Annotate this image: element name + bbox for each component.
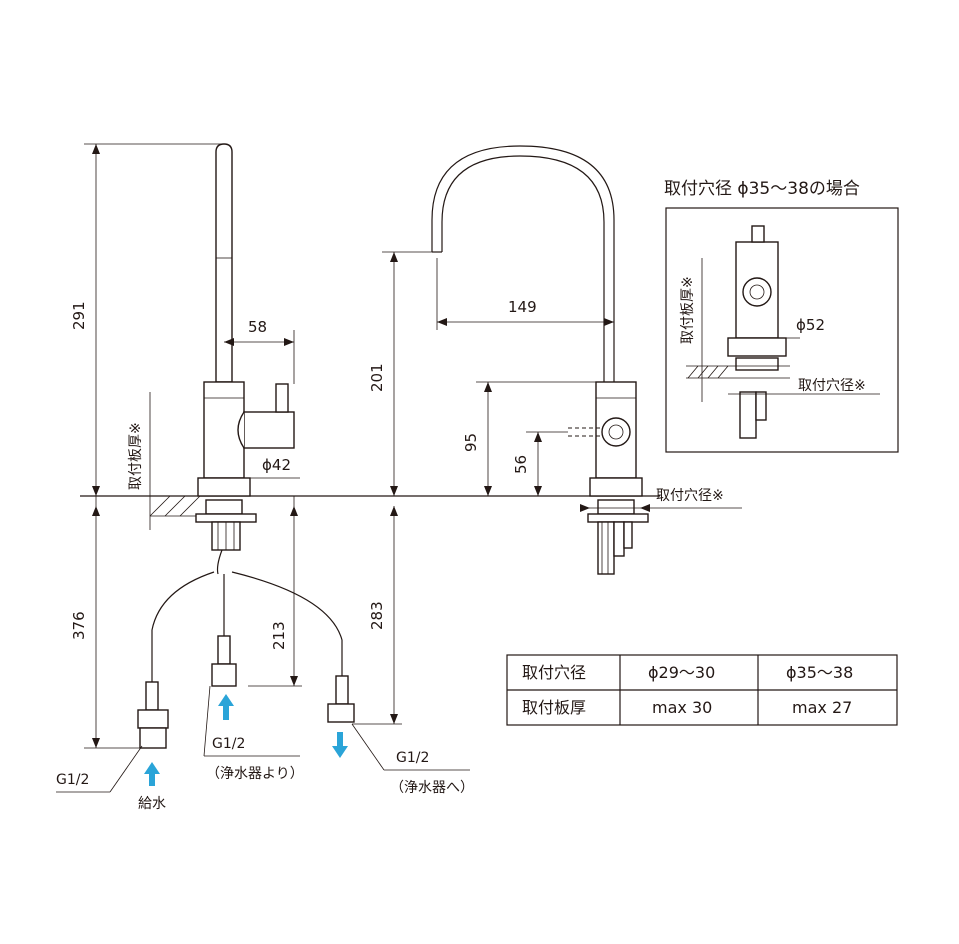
dim-spout-reach: 149 [508,298,537,316]
dim-overall-height: 291 [70,301,88,330]
label-mounting-hole: 取付穴径※ [656,488,724,504]
table-head-plate: 取付板厚 [522,698,586,717]
supply-label: 給水 [138,796,166,812]
spec-table: 取付穴径 ϕ29～30 ϕ35～38 取付板厚 max 30 max 27 [506,654,898,726]
dim-below-counter: 376 [70,611,88,640]
dim-connector-length: 283 [368,601,386,630]
front-hose-block [597,521,615,575]
inset-dim-diameter: ϕ52 [796,316,825,334]
inset-label-hole: 取付穴径※ [798,378,866,394]
dim-handle-height: 95 [462,433,480,452]
supply-hose [151,571,215,682]
dim-spout-reach-side: 58 [248,318,267,336]
table-hole-large: ϕ35～38 [786,663,853,682]
purifier-out-hose [231,571,343,676]
label-plate-thickness: 取付板厚※ [128,422,144,490]
table-head-hole: 取付穴径 [522,663,586,682]
inset-frame [665,207,899,453]
supply-flow-arrow [144,762,160,786]
inset-title: 取付穴径 ϕ35～38の場合 [664,179,860,199]
mounting-plate-hatch [149,495,201,517]
purifier-out-label: （浄水器へ） [390,780,474,796]
handle-lever [243,411,295,449]
inset-hatch [687,365,729,379]
purifier-in-flow-arrow [218,694,234,720]
gooseneck-spout [431,145,615,382]
table-hole-small: ϕ29～30 [648,663,715,682]
table-plate-large: max 27 [792,698,852,717]
dim-spout-height: 201 [368,363,386,392]
handle-circle [601,417,631,447]
dim-body-diameter: ϕ42 [262,456,291,474]
dim-handle-center: 56 [512,455,530,474]
inset-label-plate: 取付板厚※ [680,276,696,344]
purifier-in-thread: G1/2 [212,736,245,752]
side-view: 291 376 58 ϕ42 取付板厚※ 213 G1/2 給水 [56,143,660,812]
supply-connector [137,709,169,729]
front-view: 201 283 149 95 56 取付穴径※ [352,145,742,725]
dim-hose-length: 213 [270,621,288,650]
inset-detail: 取付穴径 ϕ35～38の場合 取付板厚※ ϕ52 取付穴径※ [664,179,899,453]
purifier-out-thread: G1/2 [396,750,429,766]
purifier-in-connector [211,663,237,687]
purifier-out-connector [327,703,355,723]
spout-tube [215,143,233,383]
purifier-in-label: （浄水器より） [206,766,304,782]
table-plate-small: max 30 [652,698,712,717]
supply-thread: G1/2 [56,772,89,788]
purifier-out-flow-arrow [332,732,348,758]
